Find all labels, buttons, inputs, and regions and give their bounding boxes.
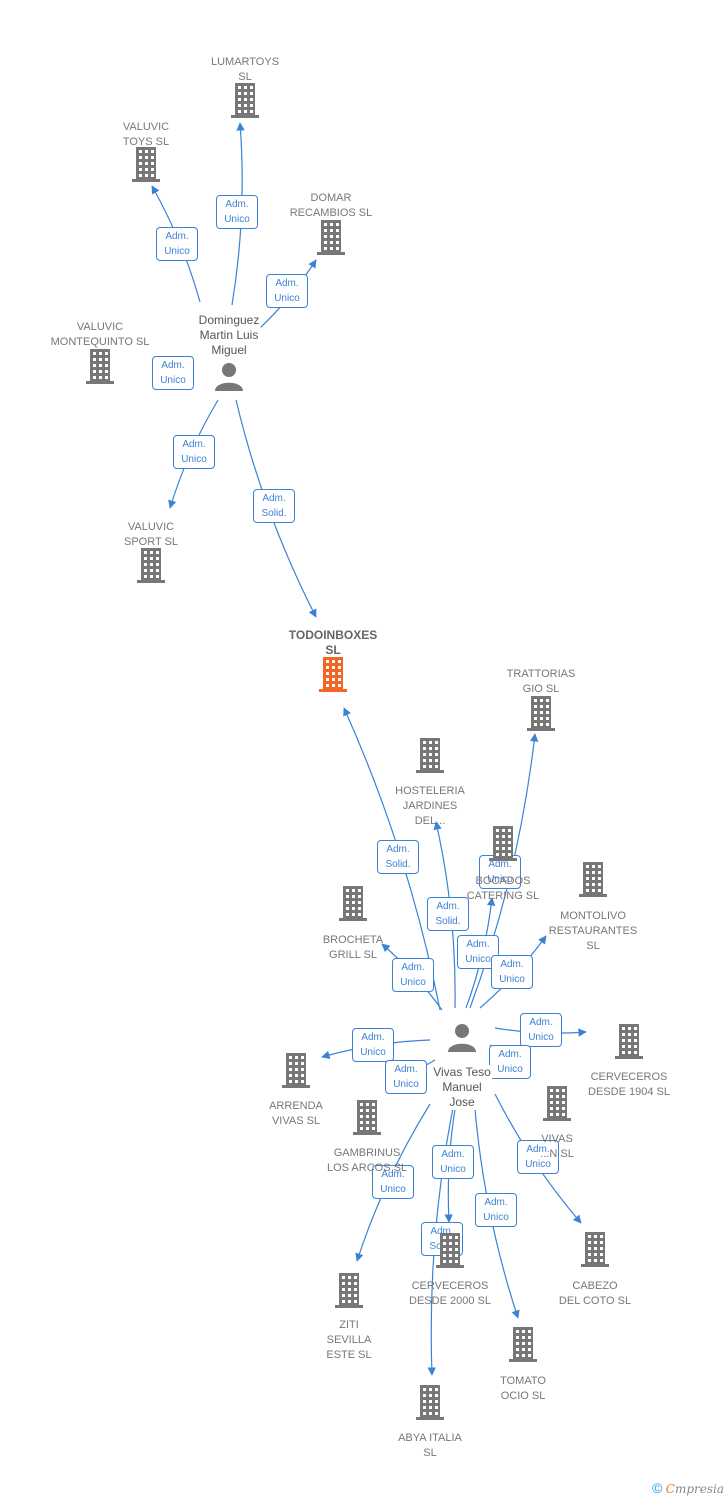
brocheta-building-icon[interactable]	[338, 885, 368, 921]
edge-label-vivas-brocheta[interactable]: Adm. Unico	[392, 958, 434, 992]
brand-initial: C	[665, 1482, 675, 1496]
hosteleria-building-icon[interactable]	[415, 737, 445, 773]
edge-label-vivas-montolivo[interactable]: Adm. Unico	[491, 955, 533, 989]
edge-label-vivas-cerveceros2000[interactable]: Adm. Unico	[432, 1145, 474, 1179]
edge-label-vivas-todoinboxes[interactable]: Adm. Solid.	[377, 840, 419, 874]
valuvic_sport-building-icon[interactable]	[136, 547, 166, 583]
montolivo-label[interactable]: MONTOLIVO RESTAURANTES SL	[548, 910, 638, 952]
gambrinus-building-icon[interactable]	[352, 1099, 382, 1135]
edge-label-vivas-tomato[interactable]: Adm. Unico	[475, 1193, 517, 1227]
ziti-label[interactable]: ZITI SEVILLA ESTE SL	[326, 1319, 372, 1361]
abya-building-icon[interactable]	[415, 1384, 445, 1420]
valuvic_montequinto-label[interactable]: VALUVIC MONTEQUINTO SL	[50, 321, 150, 348]
edge-label-dominguez-valuvic_toys[interactable]: Adm. Unico	[156, 227, 198, 261]
domar-building-icon[interactable]	[316, 219, 346, 255]
edge-label-dominguez-lumartoys[interactable]: Adm. Unico	[216, 195, 258, 229]
edge-label-vivas-cabezo[interactable]: Adm. Unico	[517, 1140, 559, 1174]
vivas-label[interactable]: Vivas Teso Manuel Jose	[432, 1065, 492, 1110]
hosteleria-label[interactable]: HOSTELERIA JARDINES DEL...	[395, 785, 465, 827]
gambrinus-label[interactable]: GAMBRINUS LOS ARCOS SL	[326, 1147, 408, 1174]
vivas-person-icon[interactable]	[446, 1021, 478, 1053]
valuvic_sport-label[interactable]: VALUVIC SPORT SL	[123, 521, 178, 548]
dominguez-person-icon[interactable]	[213, 360, 245, 392]
brocheta-label[interactable]: BROCHETA GRILL SL	[322, 934, 384, 961]
edge-label-vivas-vivas_sl[interactable]: Adm. Unico	[489, 1045, 531, 1079]
arrenda-building-icon[interactable]	[281, 1052, 311, 1088]
vivas_sl-building-icon[interactable]	[542, 1085, 572, 1121]
valuvic_toys-building-icon[interactable]	[131, 146, 161, 182]
dominguez-label[interactable]: Dominguez Martin Luis Miguel	[197, 313, 261, 358]
edge-label-dominguez-valuvic_montequinto[interactable]: Adm. Unico	[152, 356, 194, 390]
cabezo-building-icon[interactable]	[580, 1231, 610, 1267]
valuvic_montequinto-building-icon[interactable]	[85, 348, 115, 384]
cabezo-label[interactable]: CABEZO DEL COTO SL	[558, 1280, 632, 1307]
bocados-building-icon[interactable]	[488, 825, 518, 861]
edge-label-vivas-arrenda[interactable]: Adm. Unico	[352, 1028, 394, 1062]
cerveceros2000-label[interactable]: CERVECEROS DESDE 2000 SL	[409, 1280, 491, 1307]
tomato-label[interactable]: TOMATO OCIO SL	[500, 1375, 546, 1402]
copyright-symbol: ©	[652, 1480, 663, 1496]
arrenda-label[interactable]: ARRENDA VIVAS SL	[269, 1100, 323, 1127]
brand-name: mpresia	[674, 1482, 724, 1496]
cerveceros1904-building-icon[interactable]	[614, 1023, 644, 1059]
ziti-building-icon[interactable]	[334, 1272, 364, 1308]
cerveceros2000-building-icon[interactable]	[435, 1232, 465, 1268]
todoinboxes-building-icon[interactable]	[318, 656, 348, 692]
edge-label-dominguez-todoinboxes[interactable]: Adm. Solid.	[253, 489, 295, 523]
cerveceros1904-label[interactable]: CERVECEROS DESDE 1904 SL	[588, 1071, 670, 1098]
bocados-label[interactable]: BOCADOS CATERING SL	[466, 875, 540, 902]
montolivo-building-icon[interactable]	[578, 861, 608, 897]
valuvic_toys-label[interactable]: VALUVIC TOYS SL	[122, 121, 170, 148]
edge-label-dominguez-domar[interactable]: Adm. Unico	[266, 274, 308, 308]
abya-label[interactable]: ABYA ITALIA SL	[398, 1432, 462, 1459]
domar-label[interactable]: DOMAR RECAMBIOS SL	[289, 192, 373, 219]
trattorias-building-icon[interactable]	[526, 695, 556, 731]
edge-label-vivas-gambrinus[interactable]: Adm. Unico	[385, 1060, 427, 1094]
footer-brand: © Cmpresia	[652, 1480, 724, 1496]
trattorias-label[interactable]: TRATTORIAS GIO SL	[506, 668, 576, 695]
lumartoys-label[interactable]: LUMARTOYS SL	[210, 56, 280, 83]
vivas_sl-label[interactable]: VIVAS ...N SL	[540, 1133, 574, 1160]
edge-label-vivas-hosteleria[interactable]: Adm. Solid.	[427, 897, 469, 931]
edge-label-dominguez-valuvic_sport[interactable]: Adm. Unico	[173, 435, 215, 469]
todoinboxes-label[interactable]: TODOINBOXES SL	[288, 628, 378, 657]
lumartoys-building-icon[interactable]	[230, 82, 260, 118]
edge-label-vivas-cerveceros1904[interactable]: Adm. Unico	[520, 1013, 562, 1047]
edge-label-vivas-ziti[interactable]: Adm. Unico	[372, 1165, 414, 1199]
tomato-building-icon[interactable]	[508, 1326, 538, 1362]
